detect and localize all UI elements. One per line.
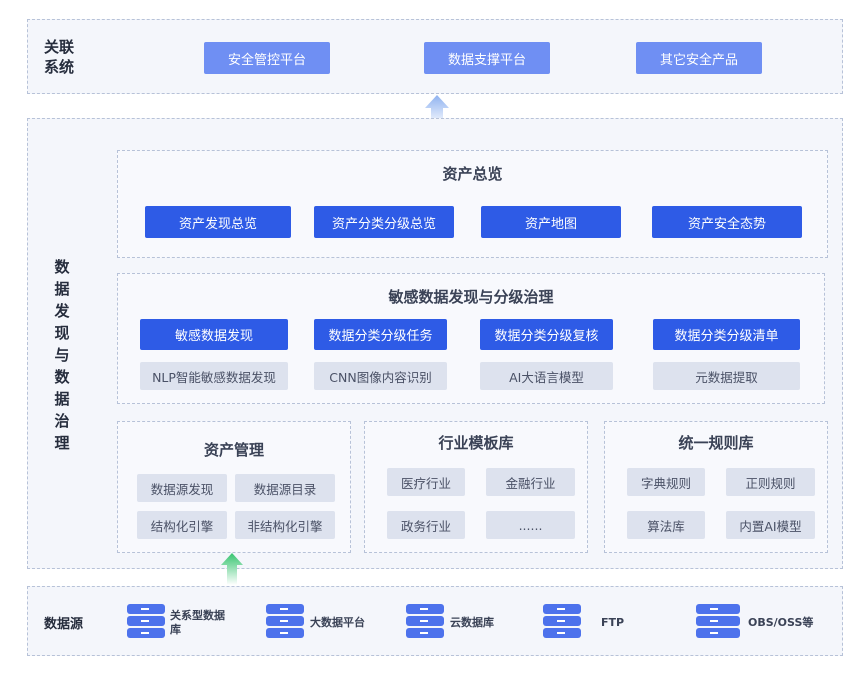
industry-template-title: 行业模板库 <box>438 434 514 452</box>
database-icon <box>696 604 740 640</box>
classification-list-button[interactable]: 数据分类分级清单 <box>653 319 800 350</box>
datasource-discovery-button[interactable]: 数据源发现 <box>137 474 227 502</box>
builtin-ai-model-button[interactable]: 内置AI模型 <box>726 511 815 539</box>
industry-template-section: 行业模板库 医疗行业 金融行业 政务行业 ...... <box>364 421 588 553</box>
medical-industry-button[interactable]: 医疗行业 <box>387 468 465 496</box>
datasource-panel: 数据源 关系型数据 库 大数据平台 云数据库 FTP OBS/OSS等 <box>27 586 843 656</box>
other-security-products-button[interactable]: 其它安全产品 <box>636 42 762 74</box>
database-icon <box>406 604 444 640</box>
asset-map-button[interactable]: 资产地图 <box>481 206 621 238</box>
obs-oss-label: OBS/OSS等 <box>748 616 814 629</box>
classification-review-button[interactable]: 数据分类分级复核 <box>480 319 613 350</box>
algorithm-library-button[interactable]: 算法库 <box>627 511 705 539</box>
nlp-discovery-button[interactable]: NLP智能敏感数据发现 <box>140 362 288 390</box>
more-industry-button[interactable]: ...... <box>486 511 575 539</box>
database-icon <box>266 604 304 640</box>
finance-industry-button[interactable]: 金融行业 <box>486 468 575 496</box>
ai-llm-button[interactable]: AI大语言模型 <box>480 362 613 390</box>
metadata-extraction-button[interactable]: 元数据提取 <box>653 362 800 390</box>
up-arrow-icon <box>221 553 243 585</box>
relational-db-label: 关系型数据 库 <box>170 609 225 636</box>
data-support-platform-button[interactable]: 数据支撑平台 <box>424 42 550 74</box>
asset-security-posture-button[interactable]: 资产安全态势 <box>652 206 802 238</box>
database-icon <box>127 604 165 640</box>
related-systems-label: 关联 系统 <box>44 38 75 76</box>
related-systems-panel: 关联 系统 安全管控平台 数据支撑平台 其它安全产品 <box>27 19 843 94</box>
database-icon <box>543 604 581 640</box>
datasource-label: 数据源 <box>44 617 84 632</box>
asset-overview-title: 资产总览 <box>442 165 503 183</box>
unified-rules-section: 统一规则库 字典规则 正则规则 算法库 内置AI模型 <box>604 421 828 553</box>
cloud-db-label: 云数据库 <box>450 616 494 629</box>
dictionary-rules-button[interactable]: 字典规则 <box>627 468 705 496</box>
unstructured-engine-button[interactable]: 非结构化引擎 <box>235 511 335 539</box>
ftp-label: FTP <box>601 616 625 629</box>
asset-discovery-overview-button[interactable]: 资产发现总览 <box>145 206 291 238</box>
asset-management-section: 资产管理 数据源发现 数据源目录 结构化引擎 非结构化引擎 <box>117 421 351 553</box>
regex-rules-button[interactable]: 正则规则 <box>726 468 815 496</box>
cnn-image-recognition-button[interactable]: CNN图像内容识别 <box>314 362 447 390</box>
structured-engine-button[interactable]: 结构化引擎 <box>137 511 227 539</box>
asset-overview-section: 资产总览 资产发现总览 资产分类分级总览 资产地图 资产安全态势 <box>117 150 828 258</box>
classification-task-button[interactable]: 数据分类分级任务 <box>314 319 447 350</box>
government-industry-button[interactable]: 政务行业 <box>387 511 465 539</box>
unified-rules-title: 统一规则库 <box>678 434 754 452</box>
security-control-platform-button[interactable]: 安全管控平台 <box>204 42 330 74</box>
bigdata-platform-label: 大数据平台 <box>310 616 365 629</box>
sensitive-data-title: 敏感数据发现与分级治理 <box>388 288 554 306</box>
datasource-catalog-button[interactable]: 数据源目录 <box>235 474 335 502</box>
asset-classification-overview-button[interactable]: 资产分类分级总览 <box>314 206 454 238</box>
sensitive-data-section: 敏感数据发现与分级治理 敏感数据发现 数据分类分级任务 数据分类分级复核 数据分… <box>117 273 825 404</box>
asset-management-title: 资产管理 <box>203 441 264 459</box>
sensitive-data-discovery-button[interactable]: 敏感数据发现 <box>140 319 288 350</box>
data-governance-label: 数据发现与数据治理 <box>54 258 70 452</box>
